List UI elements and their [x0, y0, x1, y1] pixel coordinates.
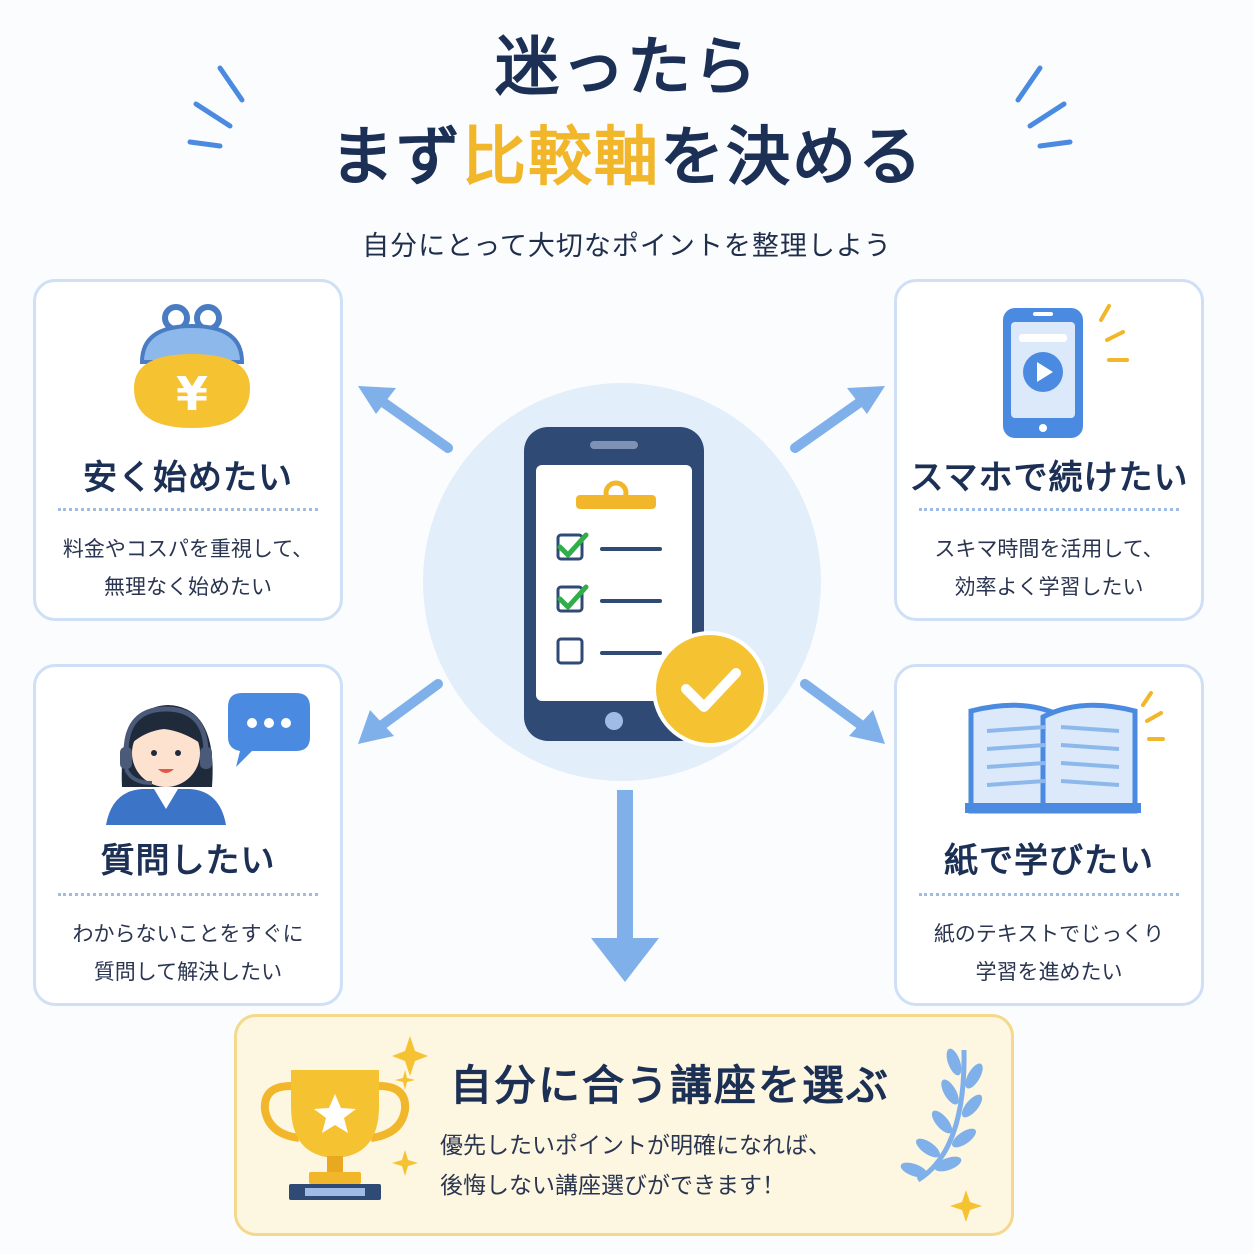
card-cheap-start: ¥ 安く始めたい 料金やコスパを重視して、 無理なく始めたい [33, 279, 343, 621]
card-smartphone-continue: スマホで続けたい スキマ時間を活用して、 効率よく学習したい [894, 279, 1204, 621]
laurel-branch-icon [900, 1048, 983, 1222]
title-line-2: まず比較軸を決める [0, 120, 1254, 196]
result-title: 自分に合う講座を選ぶ [449, 1061, 890, 1110]
card-label: 質問したい [100, 841, 276, 881]
sparkle-lines-left-icon [187, 65, 245, 149]
card-description: 紙のテキストでじっくり 学習を進めたい [933, 922, 1165, 984]
card-paper-study: 紙で学びたい 紙のテキストでじっくり 学習を進めたい [894, 664, 1204, 1006]
support-operator-icon [106, 693, 310, 825]
card-label: 紙で学びたい [944, 841, 1154, 881]
yen-purse-icon: ¥ [134, 304, 250, 428]
dotted-divider [58, 893, 318, 896]
card-description: 料金やコスパを重視して、 無理なく始めたい [62, 537, 314, 599]
open-book-icon [965, 691, 1165, 814]
subtitle: 自分にとって大切なポイントを整理しよう [362, 231, 892, 262]
title-post: を決める [660, 121, 924, 195]
sparkle-top-icon [392, 1036, 428, 1076]
title-line-1: 迷ったら [495, 31, 759, 105]
dotted-divider [919, 508, 1179, 511]
card-description: スキマ時間を活用して、 効率よく学習したい [934, 537, 1164, 599]
card-ask-questions: 質問したい わからないことをすぐに 質問して解決したい [33, 664, 343, 1006]
title-highlight: 比較軸 [462, 121, 660, 195]
arrow-to-bottom-right-icon [800, 679, 885, 744]
title-pre: まず [330, 121, 462, 195]
arrow-to-top-left-icon [358, 386, 453, 453]
arrow-down-icon [591, 790, 659, 982]
card-label: 安く始めたい [83, 458, 293, 498]
trophy-icon [260, 1070, 418, 1200]
dotted-divider [919, 893, 1179, 896]
arrow-to-bottom-left-icon [358, 679, 443, 744]
card-label: スマホで続けたい [909, 458, 1189, 498]
smartphone-play-icon [1003, 304, 1129, 438]
result-description: 優先したいポイントが明確になれば、 後悔しない講座選びができます！ [440, 1133, 831, 1199]
checklist-phone-icon [524, 427, 768, 747]
sparkle-lines-right-icon [1015, 65, 1073, 149]
arrow-to-top-right-icon [790, 386, 885, 453]
card-description: わからないことをすぐに 質問して解決したい [72, 922, 304, 984]
dotted-divider [58, 508, 318, 511]
yen-symbol: ¥ [176, 367, 208, 421]
